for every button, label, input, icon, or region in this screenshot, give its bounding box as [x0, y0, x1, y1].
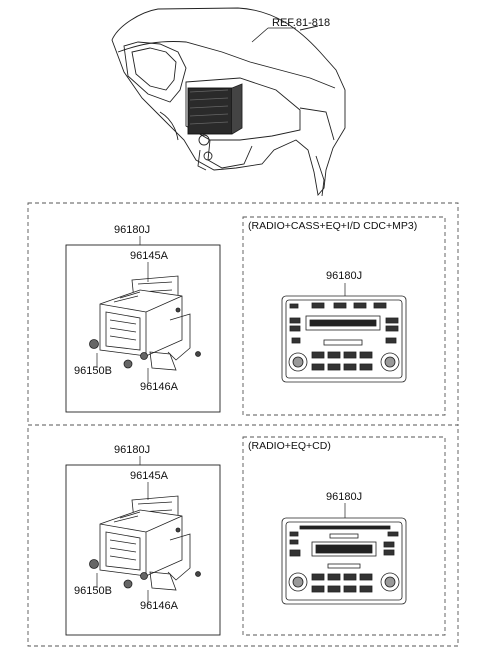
exploded-radio-assembly-1	[89, 275, 201, 371]
assembly-part-number: 96180J	[114, 444, 151, 456]
callout-knob: 96150B	[74, 585, 112, 597]
detail-part-number: 96180J	[326, 270, 363, 282]
callout-bracket-bottom: 96146A	[140, 381, 178, 393]
callout-bracket-bottom: 96146A	[140, 600, 178, 612]
dashboard-illustration	[111, 7, 346, 197]
section-boxes	[27, 202, 459, 647]
assembly-part-number: 96180J	[114, 224, 151, 236]
ref-label: REF.81-818	[272, 17, 331, 29]
assembly-boxes	[65, 244, 221, 636]
radio-faceplate-cd	[281, 517, 407, 605]
variant-label: (RADIO+CASS+EQ+I/D CDC+MP3)	[248, 220, 418, 232]
callout-bracket-top: 96145A	[130, 470, 168, 482]
detail-part-number: 96180J	[326, 491, 363, 503]
callout-bracket-top: 96145A	[130, 250, 168, 262]
radio-faceplate-cassette	[281, 295, 407, 383]
exploded-radio-assembly-2	[89, 495, 201, 591]
variant-label: (RADIO+EQ+CD)	[248, 440, 331, 452]
callout-knob: 96150B	[74, 365, 112, 377]
